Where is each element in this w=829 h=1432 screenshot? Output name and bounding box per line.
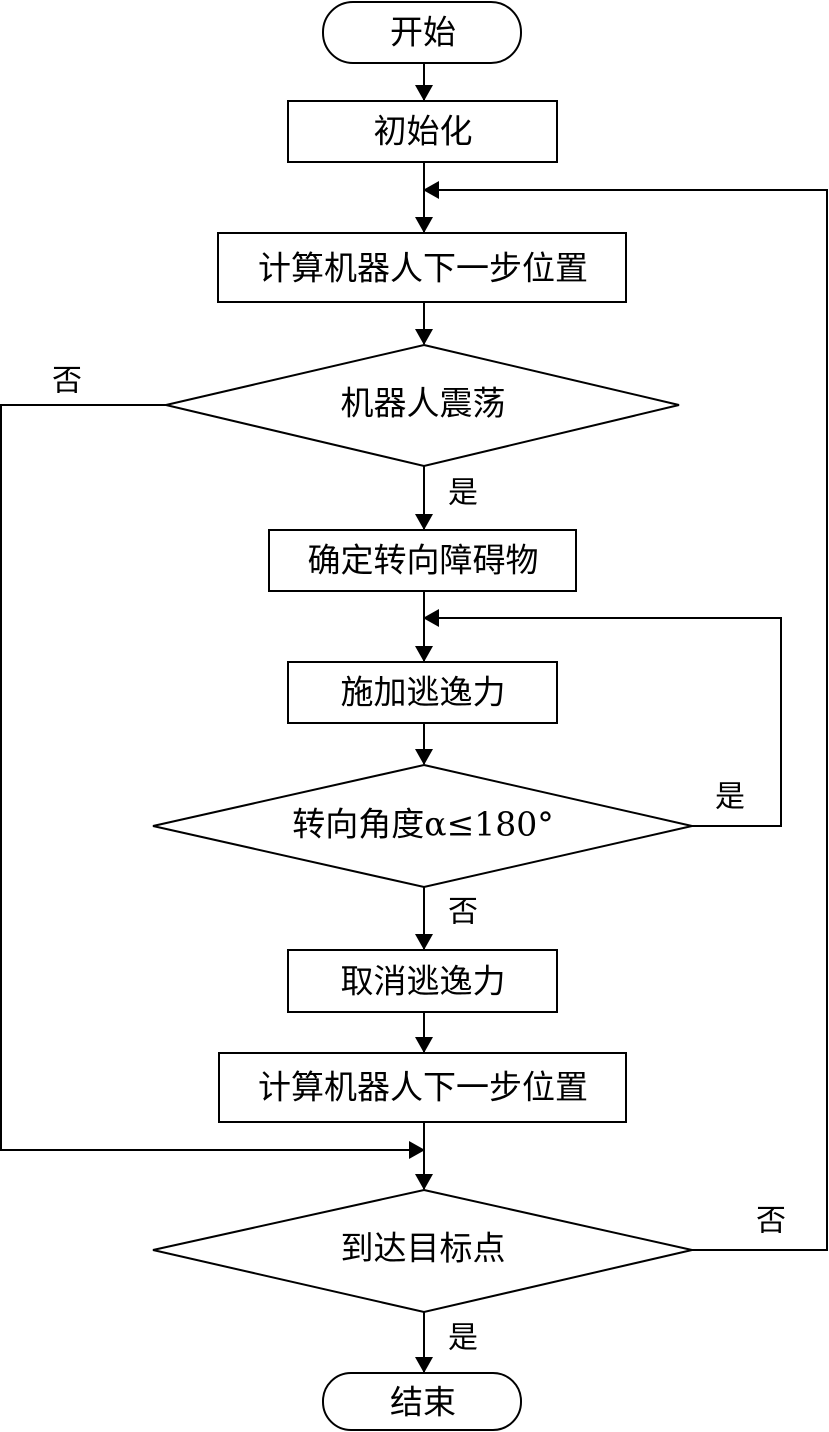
node-obstacle: 确定转向障碍物 bbox=[268, 529, 577, 592]
edges bbox=[0, 63, 828, 1373]
edge-label-angle-yes: 是 bbox=[715, 780, 745, 815]
anglecheck-label: 转向角度α≤180° bbox=[292, 805, 553, 844]
start-terminator-shape bbox=[322, 1, 522, 64]
edge-label-oscillate-no: 否 bbox=[52, 364, 82, 399]
init-process-shape bbox=[287, 100, 558, 163]
edge-label-oscillate-yes: 是 bbox=[448, 476, 478, 511]
end-terminator-shape bbox=[322, 1372, 522, 1431]
compute2-process-shape bbox=[218, 1052, 627, 1123]
obstacle-process-shape bbox=[268, 529, 577, 592]
node-init: 初始化 bbox=[287, 100, 558, 163]
node-compute2: 计算机器人下一步位置 bbox=[218, 1052, 627, 1123]
cancelforce-label: 取消逃逸力 bbox=[341, 962, 506, 1001]
edge-label-angle-no: 否 bbox=[448, 895, 478, 930]
oscillate-label: 机器人震荡 bbox=[341, 384, 506, 423]
edge-goal-no-loop bbox=[423, 181, 828, 1251]
node-oscillate: 机器人震荡 bbox=[165, 343, 680, 468]
cancelforce-process-shape bbox=[287, 949, 558, 1013]
node-start: 开始 bbox=[322, 1, 522, 64]
goalcheck-label: 到达目标点 bbox=[341, 1229, 506, 1268]
applyforce-label: 施加逃逸力 bbox=[341, 673, 506, 712]
end-label: 结束 bbox=[390, 1383, 456, 1422]
anglecheck-decision-shape bbox=[152, 763, 693, 889]
node-angle-check: 转向角度α≤180° bbox=[152, 763, 693, 889]
node-apply-force: 施加逃逸力 bbox=[287, 661, 558, 724]
node-end: 结束 bbox=[322, 1372, 522, 1431]
node-compute1: 计算机器人下一步位置 bbox=[217, 232, 627, 303]
node-cancel-force: 取消逃逸力 bbox=[287, 949, 558, 1013]
compute2-label: 计算机器人下一步位置 bbox=[258, 1068, 588, 1107]
edge-label-goal-no: 否 bbox=[756, 1204, 786, 1239]
edge-oscillate-no-loop bbox=[0, 404, 425, 1159]
init-label: 初始化 bbox=[374, 112, 473, 151]
compute1-label: 计算机器人下一步位置 bbox=[258, 249, 588, 288]
node-goal-check: 到达目标点 bbox=[152, 1188, 693, 1314]
obstacle-label: 确定转向障碍物 bbox=[308, 541, 539, 580]
compute1-process-shape bbox=[217, 232, 627, 303]
edge-angle-yes-loop bbox=[423, 609, 782, 827]
start-label: 开始 bbox=[390, 13, 456, 52]
goalcheck-decision-shape bbox=[152, 1188, 693, 1314]
edge-label-goal-yes: 是 bbox=[448, 1321, 478, 1356]
applyforce-process-shape bbox=[287, 661, 558, 724]
oscillate-decision-shape bbox=[165, 343, 680, 468]
